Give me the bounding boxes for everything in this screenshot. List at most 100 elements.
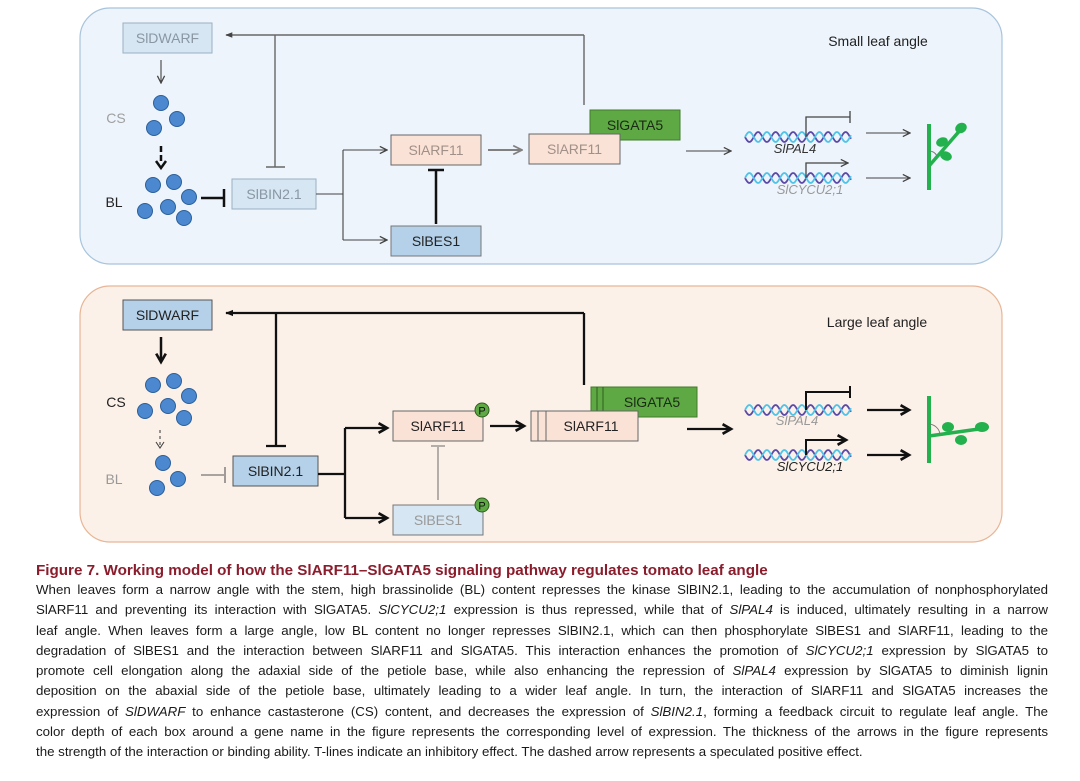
small-leaf-angle-panel: Small leaf angle SlDWARF CS BL <box>79 7 1003 265</box>
large-pal4-gene: SlPAL4 <box>744 386 852 428</box>
large-bl-molecules <box>149 455 186 496</box>
small-bl-label: BL <box>105 194 122 210</box>
phosphorylation-icon: P <box>474 402 490 418</box>
large-cs-label: CS <box>106 394 125 410</box>
small-bl-inhibits-bin2 <box>201 189 226 207</box>
large-panel-title: Large leaf angle <box>827 314 928 330</box>
bl-molecule <box>170 471 186 487</box>
large-bes1-gene-box: SlBES1 P <box>392 497 490 536</box>
large-arf11-gata5-complex: SlGATA5 SlARF11 <box>530 386 698 442</box>
cs-molecule <box>160 398 176 414</box>
caption-line: promote cell elongation along the adaxia… <box>36 663 1048 679</box>
caption-title: Figure 7. Working model of how the SlARF… <box>36 562 768 579</box>
small-feedback-loop <box>225 32 585 168</box>
small-bin2-label: SlBIN2.1 <box>246 186 301 202</box>
small-bin2-branch-arrows <box>316 150 387 240</box>
large-cs-to-bl-dashed-arrow <box>155 430 165 449</box>
large-gata5-gene-box <box>590 386 698 418</box>
cs-molecule <box>137 403 153 419</box>
svg-text:P: P <box>478 406 485 418</box>
bl-molecule <box>155 455 171 471</box>
caption-body: When leaves form a narrow angle with the… <box>36 580 1048 763</box>
large-bes1-inhibits-arf11 <box>431 445 445 500</box>
small-bes1-inhibits-arf11 <box>428 168 444 224</box>
small-dwarf-gene-box: SlDWARF <box>122 22 213 54</box>
bl-molecule <box>166 174 182 190</box>
large-bl-inhibits-bin2 <box>201 467 226 483</box>
small-cycu-label: SlCYCU2;1 <box>777 182 843 197</box>
large-cs-molecules <box>137 373 197 426</box>
large-leaf-angle-panel: Large leaf angle SlDWARF CS BL <box>79 285 1003 543</box>
cs-molecule <box>145 377 161 393</box>
cs-molecule <box>169 111 185 127</box>
large-arf11-label: SlARF11 <box>411 418 466 434</box>
small-gata5-label: SlGATA5 <box>607 117 663 133</box>
caption-line: When leaves form a narrow angle with the… <box>36 582 1048 597</box>
bl-molecule <box>137 203 153 219</box>
small-arf11-gata5-complex: SlGATA5 SlARF11 <box>528 109 681 165</box>
caption-line: degradation of SlBES1 and the interactio… <box>36 642 1048 658</box>
large-bl-label: BL <box>105 471 122 487</box>
large-bes1-label: SlBES1 <box>414 512 462 528</box>
small-bl-molecules <box>137 174 197 226</box>
small-complex-arf11-label: SlARF11 <box>547 141 602 157</box>
large-pal4-label: SlPAL4 <box>776 413 818 428</box>
small-cs-molecules <box>146 95 185 136</box>
cs-molecule <box>146 120 162 136</box>
large-dwarf-gene-box: SlDWARF <box>122 299 213 331</box>
small-bin2-gene-box: SlBIN2.1 <box>231 178 317 210</box>
small-cs-to-bl-dashed-arrow <box>154 146 168 171</box>
large-gata5-label: SlGATA5 <box>624 394 680 410</box>
large-complex-arf11-label: SlARF11 <box>564 418 619 434</box>
small-bes1-gene-box: SlBES1 <box>390 225 482 257</box>
large-bin2-gene-box: SlBIN2.1 <box>232 455 319 487</box>
phosphorylation-icon: P <box>474 497 490 513</box>
dna-helix-icon <box>744 131 852 143</box>
working-model-diagram: Small leaf angle SlDWARF CS BL <box>79 7 1003 543</box>
bl-molecule <box>149 480 165 496</box>
small-cs-label: CS <box>106 110 125 126</box>
small-angle-plant-icon <box>927 122 967 190</box>
caption-line: SlARF11 and preventing its interaction w… <box>36 602 1048 618</box>
large-cycu-label: SlCYCU2;1 <box>777 459 843 474</box>
large-arf11-gene-box: SlARF11 P <box>392 402 490 442</box>
large-complex-arf11-box <box>530 410 639 442</box>
bl-molecule <box>145 177 161 193</box>
caption-line: leaf angle. When leaves form a large ang… <box>36 622 1048 638</box>
cs-molecule <box>153 95 169 111</box>
small-complex-arf11-box <box>528 133 621 165</box>
large-feedback-loop <box>225 309 586 448</box>
cs-molecule <box>166 373 182 389</box>
small-panel-title: Small leaf angle <box>828 33 928 49</box>
small-pal4-promoter-repressed-icon <box>805 111 851 137</box>
large-angle-plant-icon <box>927 396 989 463</box>
dna-helix-icon <box>744 404 852 416</box>
small-cycu-gene: SlCYCU2;1 <box>744 163 852 197</box>
bl-molecule <box>160 199 176 215</box>
dna-helix-icon <box>744 449 852 461</box>
large-bin2-branch-arrows <box>318 428 387 518</box>
large-cycu-promoter-active-icon <box>805 440 846 455</box>
large-bin2-label: SlBIN2.1 <box>248 463 303 479</box>
cs-molecule <box>176 410 192 426</box>
caption-line: expression of SlDWARF to enhance castast… <box>36 703 1049 719</box>
bl-molecule <box>181 189 197 205</box>
large-cycu-gene: SlCYCU2;1 <box>744 440 852 474</box>
large-pal4-promoter-repressed-icon <box>805 386 851 410</box>
small-pal4-gene: SlPAL4 <box>744 111 852 156</box>
small-cycu-promoter-active-icon <box>805 163 848 178</box>
small-arf11-gene-box: SlARF11 <box>390 134 482 166</box>
small-arf11-label: SlARF11 <box>409 142 464 158</box>
dna-helix-icon <box>744 172 852 184</box>
caption-line: color depth of each box around a gene na… <box>36 724 1048 740</box>
cs-molecule <box>181 388 197 404</box>
large-dwarf-label: SlDWARF <box>136 307 199 323</box>
small-bes1-label: SlBES1 <box>412 233 460 249</box>
svg-text:P: P <box>478 501 485 513</box>
bl-molecule <box>176 210 192 226</box>
caption-line: the strength of the interaction or bindi… <box>36 744 863 760</box>
caption-line: deposition on the abaxial side of the pe… <box>36 683 1048 699</box>
small-pal4-label: SlPAL4 <box>774 141 816 156</box>
small-dwarf-label: SlDWARF <box>136 30 199 46</box>
figure-caption: Figure 7. Working model of how the SlARF… <box>36 561 1048 763</box>
